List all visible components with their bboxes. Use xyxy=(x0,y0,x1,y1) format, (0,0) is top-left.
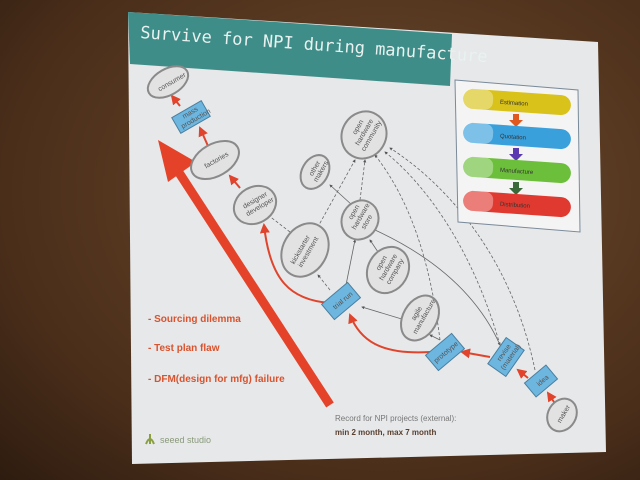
process-stage-label: Quotation xyxy=(500,134,526,142)
node-trial-run: trial run xyxy=(320,281,362,321)
node-idea: idea xyxy=(523,364,559,398)
node-consumer: consumer xyxy=(146,65,190,99)
node-kickstarter-investment: kickstarter investment xyxy=(280,222,330,278)
process-stage-label: Distribution xyxy=(500,202,530,210)
node-other-makers: other makers xyxy=(299,154,331,190)
bullet-item: - Test plan flaw xyxy=(148,343,220,354)
node-prototype: prototype xyxy=(424,332,466,372)
record-value: min 2 month, max 7 month xyxy=(335,428,436,437)
process-figure: EstimationQuotationManufactureDistributi… xyxy=(454,79,581,233)
connectors xyxy=(170,94,557,406)
leaf-icon xyxy=(145,434,155,445)
process-stage-label: Manufacture xyxy=(500,168,534,176)
record-label: Record for NPI projects (external): xyxy=(335,414,456,423)
down-arrow-icon xyxy=(509,182,523,195)
node-open-hardware-company: open hardware company xyxy=(365,245,411,295)
process-stage: Estimation xyxy=(462,88,571,116)
node-open-hardware-community: open hardware community xyxy=(340,110,388,160)
down-arrow-icon xyxy=(509,114,523,127)
down-arrow-icon xyxy=(509,148,523,161)
node-maker: maker xyxy=(546,397,578,433)
progress-arrow xyxy=(158,140,334,408)
node-designer-developer: designer developer xyxy=(232,184,278,226)
process-stage: Quotation xyxy=(462,122,571,150)
process-stage-label: Estimation xyxy=(500,100,528,108)
node-agile-manufacture: agile manufacture xyxy=(400,294,440,342)
process-stage: Manufacture xyxy=(462,156,571,184)
bullet-item: - Sourcing dilemma xyxy=(148,314,241,325)
bullet-item: - DFM(design for mfg) failure xyxy=(148,374,285,385)
node-open-hardware-store: open hardware store xyxy=(340,199,380,241)
seeed-studio-logo: seeed studio xyxy=(145,434,211,445)
title-bar xyxy=(128,12,452,86)
svg-text:seeed studio: seeed studio xyxy=(160,435,211,445)
node-factories: factories xyxy=(190,140,240,180)
bullet-list: - Sourcing dilemma - Test plan flaw - DF… xyxy=(148,314,285,385)
process-stage: Distribution xyxy=(462,190,571,218)
